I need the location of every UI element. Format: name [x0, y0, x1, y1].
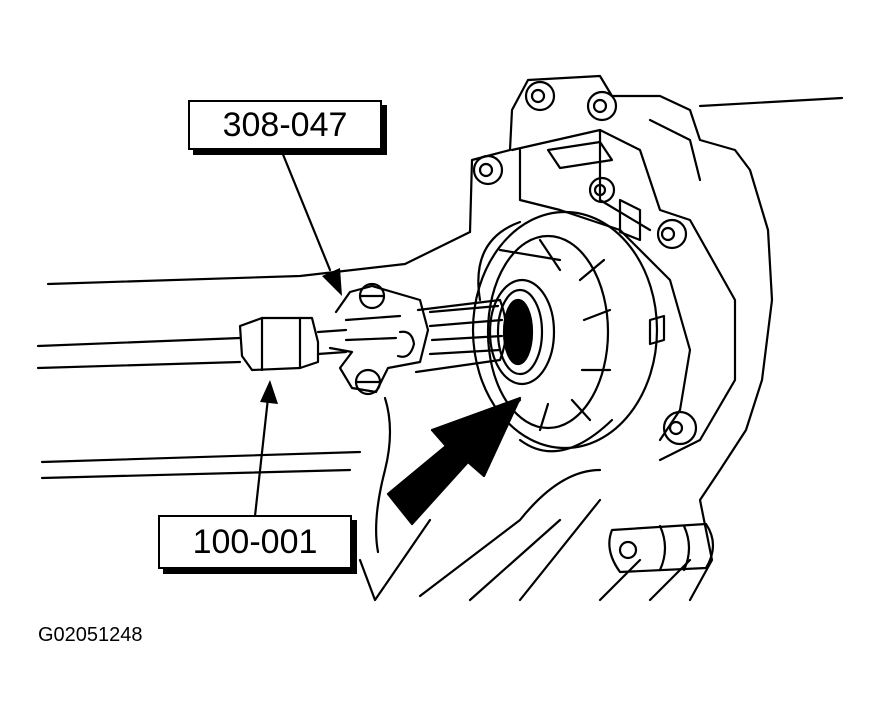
extension-housing-flange — [471, 210, 659, 453]
vehicle-body-lines — [40, 96, 844, 602]
figure-id: G02051248 — [38, 624, 143, 646]
callout-308-047: 308-047 — [188, 100, 382, 150]
slide-hammer — [36, 316, 348, 372]
direction-arrow — [386, 396, 522, 526]
callout-label: 100-001 — [192, 523, 318, 561]
callout-label: 308-047 — [222, 106, 348, 144]
leader-arrowheads — [260, 268, 342, 404]
callout-100-001: 100-001 — [158, 515, 352, 569]
seal-remover-tool — [328, 282, 508, 396]
output-shaft-seal — [488, 278, 556, 386]
leader-lines — [253, 150, 332, 518]
transmission-housing — [468, 74, 774, 602]
